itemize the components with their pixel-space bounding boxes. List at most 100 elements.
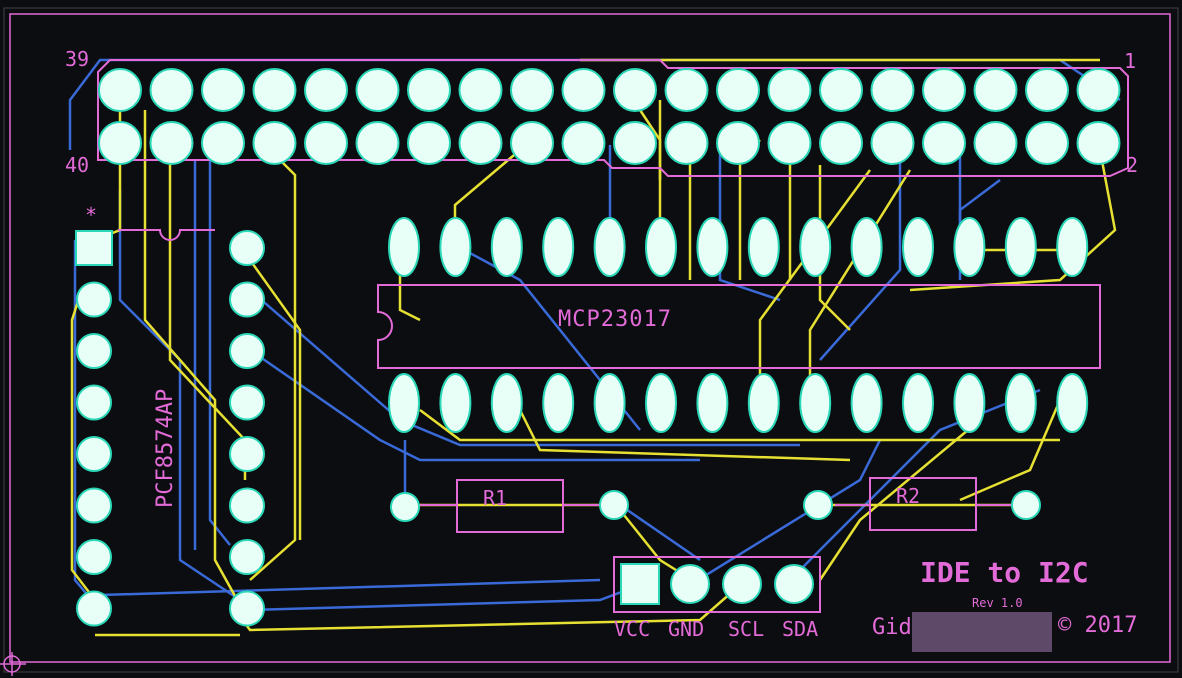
ide-header xyxy=(97,59,1129,177)
mcp-pad xyxy=(902,217,934,277)
header-pad xyxy=(1076,68,1121,112)
redaction-block xyxy=(912,612,1052,652)
mcp-pad xyxy=(953,373,986,433)
mcp-pad xyxy=(799,373,832,433)
resistor-r2 xyxy=(803,477,1041,531)
pcf-pad xyxy=(229,539,265,575)
pcf8574ap-chip xyxy=(75,229,265,627)
header-pad xyxy=(767,68,812,112)
header-pad xyxy=(355,121,400,165)
header-pad xyxy=(304,68,348,112)
r1-pad-left xyxy=(390,492,420,522)
header-pad xyxy=(510,121,554,165)
connector-pad-gnd xyxy=(670,564,710,604)
header-pin-39-label: 39 xyxy=(65,47,89,71)
mcp-pad xyxy=(388,217,420,277)
pcf-pad xyxy=(229,333,265,369)
header-pad xyxy=(870,68,915,112)
mcp-pad xyxy=(850,217,883,277)
board-copyright: © 2017 xyxy=(1058,613,1137,638)
origin-crosshair-icon xyxy=(0,652,26,676)
pcf-pad xyxy=(229,487,265,524)
mcp-pad xyxy=(542,217,575,277)
pcf-pad xyxy=(75,230,113,266)
pcf-pad xyxy=(229,281,265,318)
header-pad xyxy=(819,121,863,165)
mcp-pad xyxy=(490,373,523,433)
r1-label: R1 xyxy=(483,486,507,510)
r2-pad-left xyxy=(803,490,833,520)
mcp-pad xyxy=(850,373,883,433)
header-pad xyxy=(407,68,451,112)
header-pad xyxy=(1076,121,1121,165)
header-pin-40-label: 40 xyxy=(65,153,89,177)
pcf-pad xyxy=(76,539,112,575)
pcf-pad xyxy=(76,436,112,472)
header-pad xyxy=(922,68,966,112)
mcp-pad xyxy=(799,217,832,277)
connector-label-sda: SDA xyxy=(782,617,818,641)
header-pad xyxy=(304,121,348,165)
r2-pad-right xyxy=(1011,490,1041,520)
board-author: Gid xyxy=(872,615,912,640)
mcp-pad xyxy=(388,373,420,433)
mcp-pad xyxy=(1056,373,1089,433)
r1-pad-right xyxy=(599,490,629,520)
header-pad xyxy=(201,68,245,112)
pcf-pad xyxy=(229,590,265,627)
header-pad xyxy=(561,68,606,112)
pcf-pin1-marker: * xyxy=(85,203,97,227)
pcf-pad xyxy=(229,384,265,421)
mcp-pad xyxy=(1004,217,1037,277)
pcf8574ap-label: PCF8574AP xyxy=(153,389,178,508)
mcp-pad xyxy=(645,373,677,433)
header-pad xyxy=(510,68,554,112)
connector-pad-sda xyxy=(774,564,814,604)
header-pad xyxy=(407,121,451,165)
connector-pad-vcc xyxy=(620,563,660,605)
mcp-pad xyxy=(953,217,986,277)
header-pad xyxy=(613,121,657,165)
header-pad xyxy=(716,121,760,165)
r2-label: R2 xyxy=(896,484,920,508)
header-pad xyxy=(252,121,297,165)
header-pad xyxy=(355,68,400,112)
mcp-pad xyxy=(1004,373,1037,433)
mcp-pad xyxy=(902,373,934,433)
header-pad xyxy=(922,121,966,165)
header-pad xyxy=(973,121,1018,165)
header-pad xyxy=(819,68,863,112)
mcp-pad xyxy=(439,217,472,277)
connector-label-vcc: VCC xyxy=(614,617,650,641)
header-pad xyxy=(716,68,760,112)
header-pad xyxy=(973,68,1018,112)
mcp-pad xyxy=(439,373,472,433)
connector-label-gnd: GND xyxy=(668,617,704,641)
mcp-pad xyxy=(542,373,575,433)
pcf-pad xyxy=(76,384,112,421)
mcp-pad xyxy=(645,217,677,277)
board-edge xyxy=(3,7,1179,673)
mcp23017-chip xyxy=(377,217,1101,433)
mcp-pad xyxy=(1056,217,1089,277)
header-pad xyxy=(664,121,709,165)
header-pad xyxy=(201,121,245,165)
header-pin-1-label: 1 xyxy=(1124,49,1136,73)
mcp-pad xyxy=(747,373,780,433)
header-pad xyxy=(98,121,142,165)
board-revision: Rev 1.0 xyxy=(972,596,1023,610)
header-pad xyxy=(1025,68,1069,112)
header-pad xyxy=(767,121,812,165)
header-pad xyxy=(561,121,606,165)
header-pad xyxy=(664,68,709,112)
header-pad xyxy=(458,121,503,165)
header-pad xyxy=(613,68,657,112)
pcf-pad xyxy=(76,333,112,369)
pcf-pad xyxy=(76,487,112,524)
mcp23017-label: MCP23017 xyxy=(558,307,672,332)
mcp-pad xyxy=(490,217,523,277)
header-pad xyxy=(252,68,297,112)
header-pin-2-label: 2 xyxy=(1126,153,1138,177)
